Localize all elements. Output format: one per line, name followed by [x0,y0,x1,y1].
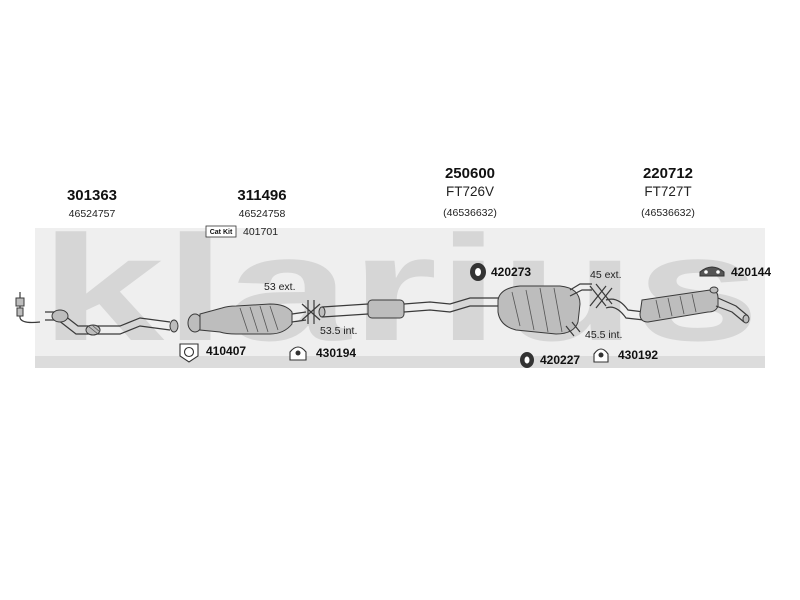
hardware-number: 430192 [618,348,658,362]
watermark-text: klarius [40,204,760,372]
hardware-number: 410407 [206,344,246,358]
code-centre-silencer: FT726V [446,184,494,199]
joint-marker-2 [589,283,613,309]
joint-marker-1 [301,300,321,324]
hardware-430194[interactable]: 430194 [289,346,356,361]
cat-kit-badge: Cat Kit [205,225,237,238]
hardware-420227[interactable]: 420227 [520,352,580,368]
dimension-53-5-int: 53.5 int. [320,325,357,337]
hardware-number: 420144 [731,265,771,279]
oe-number-front-pipe: 46524757 [69,208,116,220]
hardware-420144[interactable]: 420144 [699,265,771,279]
hardware-number: 430194 [316,346,356,360]
rear-silencer[interactable] [605,286,750,324]
hardware-430192[interactable]: 430192 [593,348,658,363]
front-pipe[interactable] [15,292,179,336]
centre-silencer[interactable] [497,283,592,337]
catalytic-converter[interactable] [187,303,307,335]
dimension-53-ext: 53 ext. [264,281,296,293]
oe-number-centre-silencer: (46536632) [443,207,497,219]
cat-kit-number: 401701 [243,226,278,238]
rubber-ring-icon [520,352,534,368]
part-number-catalyst: 311496 [237,187,286,204]
part-number-front-pipe: 301363 [67,187,117,204]
oe-number-rear-silencer: (46536632) [641,207,695,219]
gasket-icon [179,343,199,363]
hanger-icon [699,266,725,277]
dimension-45-ext: 45 ext. [590,269,622,281]
dimension-45-5-int: 45.5 int. [585,329,622,341]
watermark-band [35,228,765,368]
part-number-centre-silencer: 250600 [445,165,495,182]
part-number-rear-silencer: 220712 [643,165,693,182]
watermark-stripe [35,356,765,368]
hardware-number: 420273 [491,265,531,279]
oe-number-catalyst: 46524758 [239,208,286,220]
hardware-number: 420227 [540,353,580,367]
rubber-ring-icon [470,263,486,281]
code-rear-silencer: FT727T [644,184,691,199]
mounting-rubber-icon [289,346,307,361]
mounting-rubber-icon [593,348,609,363]
hardware-410407[interactable]: 410407 [179,343,246,363]
centre-pipe[interactable] [318,297,500,319]
hardware-420273[interactable]: 420273 [470,263,531,281]
cat-kit-badge-label: Cat Kit [210,229,233,236]
